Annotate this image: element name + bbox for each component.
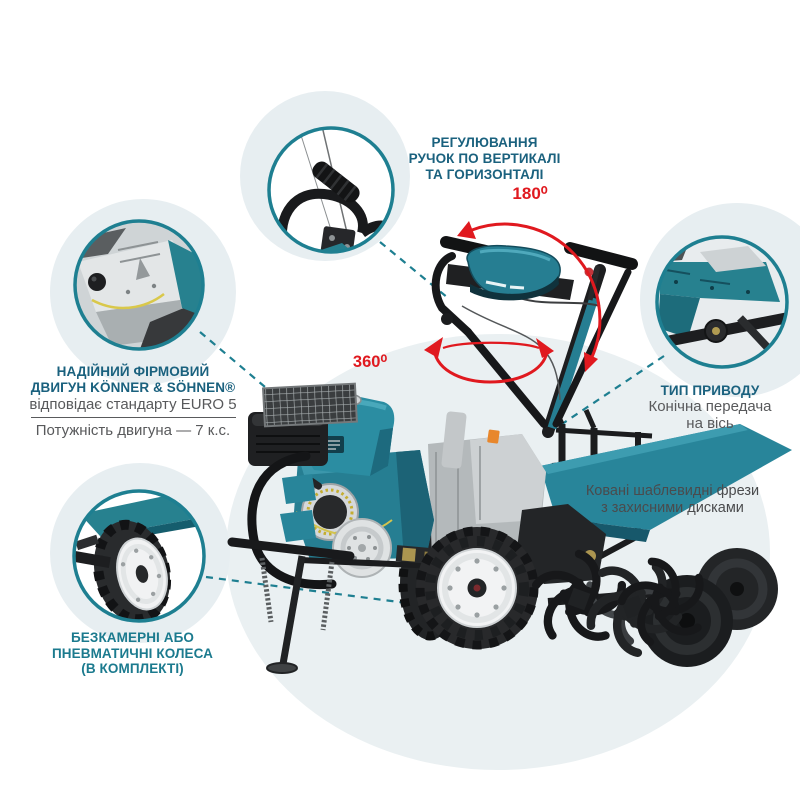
drive-annotation: ТИП ПРИВОДУ Конічна передача на вісь: [610, 383, 800, 432]
rotation-180-arrow-icon: [457, 221, 602, 372]
drive-description: Конічна передача на вісь: [648, 398, 772, 432]
callout-handlebar-detail: [267, 126, 395, 254]
machine-illustration: [227, 236, 792, 674]
engine-power: Потужність двигуна — 7 к.с.: [35, 422, 231, 439]
drive-title: ТИП ПРИВОДУ: [660, 383, 760, 398]
engine-annotation: НАДІЙНИЙ ФІРМОВИЙ ДВИГУН KÖNNER & SÖHNEN…: [18, 364, 248, 440]
tines-label: Ковані шаблевидні фрези з захисними диск…: [585, 483, 760, 516]
handle-adjustment-label: РЕГУЛЮВАННЯ РУЧОК ПО ВЕРТИКАЛІ ТА ГОРИЗО…: [408, 135, 561, 182]
angle-180-label: 180⁰: [512, 184, 548, 203]
rotation-360-arrow-icon: [424, 337, 554, 384]
wheels-label: БЕЗКАМЕРНІ АБО ПНЕВМАТИЧНІ КОЛЕСА (В КОМ…: [51, 630, 214, 676]
tiller-attachment: [533, 548, 778, 667]
callout-wheel-detail: [72, 489, 206, 623]
engine-title: НАДІЙНИЙ ФІРМОВИЙ ДВИГУН KÖNNER & SÖHNEN…: [30, 364, 236, 395]
engine-standard: відповідає стандарту EURO 5: [29, 396, 237, 413]
callout-engine-detail: [73, 219, 205, 351]
angle-360-label: 360⁰: [352, 353, 388, 371]
callout-drive-detail: [655, 235, 789, 369]
divider-line: [30, 417, 236, 418]
